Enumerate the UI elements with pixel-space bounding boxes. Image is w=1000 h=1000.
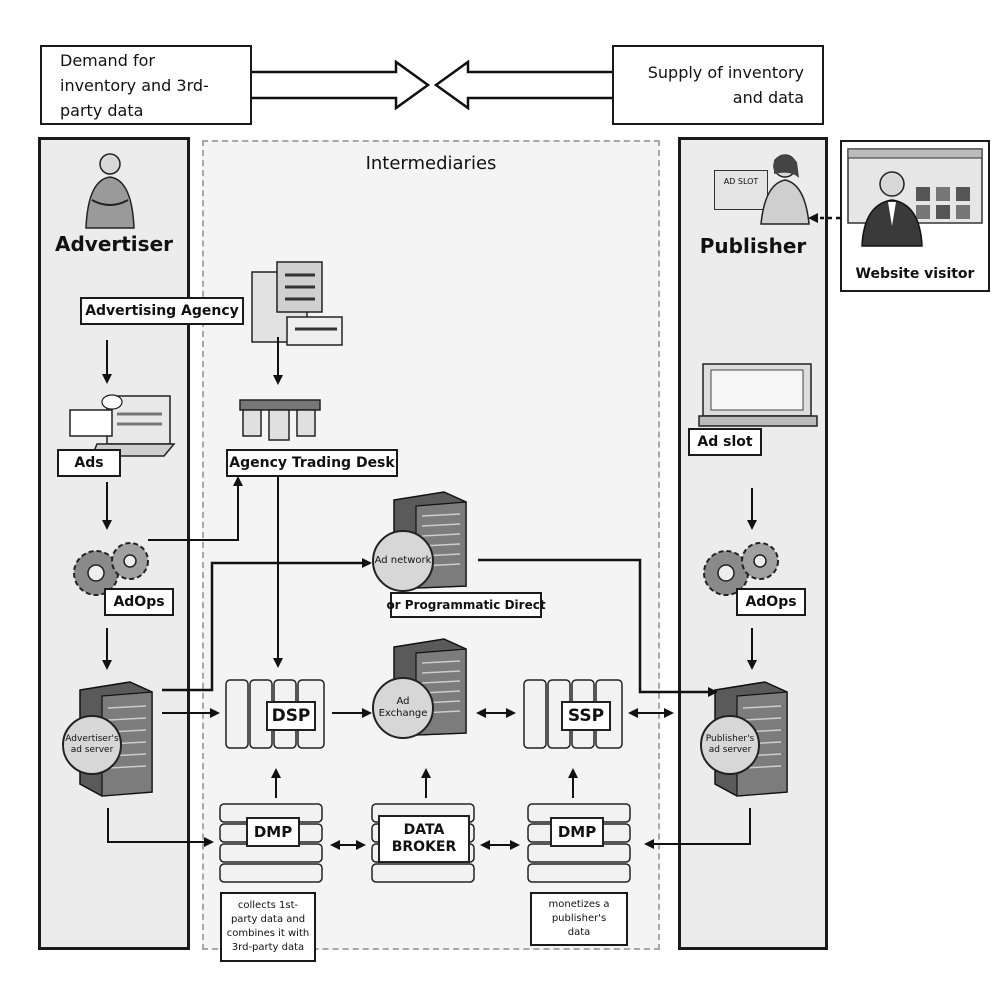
tool-belt-icon (239, 399, 321, 441)
browser-icon (847, 148, 983, 224)
adops-right-label: AdOps (736, 588, 806, 616)
data-broker-label: DATA BROKER (378, 815, 470, 863)
demand-label: Demand for inventory and 3rd-party data (60, 50, 209, 120)
adops-left-label: AdOps (104, 588, 174, 616)
dmp-right-note: monetizes a publisher's data (530, 892, 628, 946)
agency-trading-desk-label: Agency Trading Desk (226, 449, 398, 477)
ssp-label: SSP (561, 701, 611, 731)
dmp-left-label: DMP (246, 817, 300, 847)
person-icon (861, 171, 923, 247)
supply-box: Supply of inventory and data (612, 45, 824, 125)
dmp-right-label: DMP (550, 817, 604, 847)
building-icon (251, 261, 343, 346)
server-icon (523, 679, 623, 749)
demand-box: Demand for inventory and 3rd-party data (40, 45, 252, 125)
ad-slot-screen-label: AD SLOT (723, 177, 759, 186)
dmp-left-note: collects 1st-party data and combines it … (220, 892, 316, 962)
supply-label: Supply of inventory and data (647, 63, 804, 107)
advertising-agency-label: Advertising Agency (80, 297, 244, 325)
publisher-ad-server-disc: Publisher's ad server (700, 715, 760, 775)
ad-network-disc: Ad network (372, 530, 434, 592)
monitor-icon (698, 363, 818, 427)
laptop-icon (69, 394, 176, 457)
advertiser-ad-server-disc: Advertiser's ad server (62, 715, 122, 775)
website-visitor-label: Website visitor (855, 266, 975, 282)
person-icon (85, 153, 135, 229)
intermediaries-title: Intermediaries (365, 153, 497, 174)
ads-label: Ads (57, 449, 121, 477)
ad-slot-screen: AD SLOT (714, 170, 768, 210)
ad-slot-label: Ad slot (688, 428, 762, 456)
person-icon (760, 154, 810, 225)
gears-icon (73, 542, 149, 596)
advertiser-title: Advertiser (54, 232, 173, 256)
publisher-title: Publisher (699, 234, 807, 258)
dsp-label: DSP (266, 701, 316, 731)
ad-exchange-disc: Ad Exchange (372, 677, 434, 739)
programmatic-direct-label: or Programmatic Direct (386, 592, 546, 618)
